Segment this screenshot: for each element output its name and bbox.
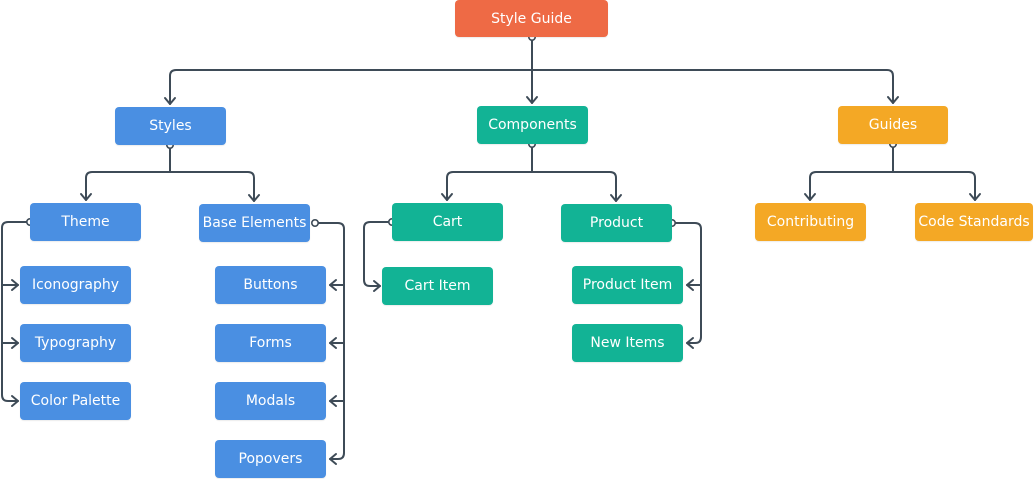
guides-connector-branch-0 bbox=[809, 171, 894, 201]
components-connector-arrow-1 bbox=[610, 194, 622, 202]
styles-connector-arrow-0 bbox=[80, 193, 92, 201]
node-modals[interactable]: Modals bbox=[215, 382, 326, 420]
base-elements-connector-spine bbox=[314, 222, 345, 460]
components-connector-arrow-0 bbox=[441, 193, 453, 201]
base-elements-connector-arrow-3 bbox=[329, 453, 337, 465]
base-elements-connector-arrow-2 bbox=[329, 395, 337, 407]
root-connector-arrow-0 bbox=[164, 97, 176, 105]
node-product[interactable]: Product bbox=[561, 204, 672, 242]
components-connector-branch-1 bbox=[531, 171, 617, 202]
guides-connector-branch-1 bbox=[892, 171, 976, 201]
node-cart[interactable]: Cart bbox=[392, 203, 503, 241]
node-base-elements[interactable]: Base Elements bbox=[199, 204, 310, 242]
guides-connector-arrow-0 bbox=[804, 193, 816, 201]
node-color-palette[interactable]: Color Palette bbox=[20, 382, 131, 420]
node-typography[interactable]: Typography bbox=[20, 324, 131, 362]
styles-connector-arrow-1 bbox=[248, 194, 260, 202]
guides-connector-arrow-1 bbox=[969, 193, 981, 201]
node-buttons[interactable]: Buttons bbox=[215, 266, 326, 304]
root-connector-branch-2 bbox=[531, 69, 894, 104]
styles-connector-branch-0 bbox=[85, 171, 171, 201]
base-elements-connector-arrow-0 bbox=[329, 279, 337, 291]
theme-connector-arrow-0 bbox=[11, 279, 19, 291]
theme-connector-spine bbox=[1, 221, 31, 402]
root-connector-arrow-2 bbox=[887, 96, 899, 104]
product-connector-arrow-0 bbox=[686, 279, 694, 291]
theme-connector-arrow-2 bbox=[11, 395, 19, 407]
node-components[interactable]: Components bbox=[477, 106, 588, 144]
node-new-items[interactable]: New Items bbox=[572, 324, 683, 362]
product-connector-arrow-1 bbox=[686, 337, 694, 349]
root-connector-branch-0 bbox=[169, 69, 533, 105]
root-connector-arrow-1 bbox=[526, 96, 538, 104]
components-connector-branch-0 bbox=[446, 171, 533, 201]
node-forms[interactable]: Forms bbox=[215, 324, 326, 362]
styles-connector-branch-1 bbox=[169, 171, 255, 202]
node-guides[interactable]: Guides bbox=[838, 106, 948, 144]
node-product-item[interactable]: Product Item bbox=[572, 266, 683, 304]
base-elements-connector-origin-dot bbox=[310, 219, 319, 228]
node-popovers[interactable]: Popovers bbox=[215, 440, 326, 478]
cart-connector-spine bbox=[363, 221, 393, 287]
node-styles[interactable]: Styles bbox=[115, 107, 226, 145]
node-cart-item[interactable]: Cart Item bbox=[382, 267, 493, 305]
product-connector-spine bbox=[671, 222, 702, 344]
base-elements-connector-arrow-1 bbox=[329, 337, 337, 349]
node-iconography[interactable]: Iconography bbox=[20, 266, 131, 304]
theme-connector-arrow-1 bbox=[11, 337, 19, 349]
node-theme[interactable]: Theme bbox=[30, 203, 141, 241]
node-code-standards[interactable]: Code Standards bbox=[915, 203, 1033, 241]
node-contributing[interactable]: Contributing bbox=[755, 203, 866, 241]
cart-connector-arrow-0 bbox=[373, 280, 381, 292]
node-style-guide[interactable]: Style Guide bbox=[455, 0, 608, 37]
